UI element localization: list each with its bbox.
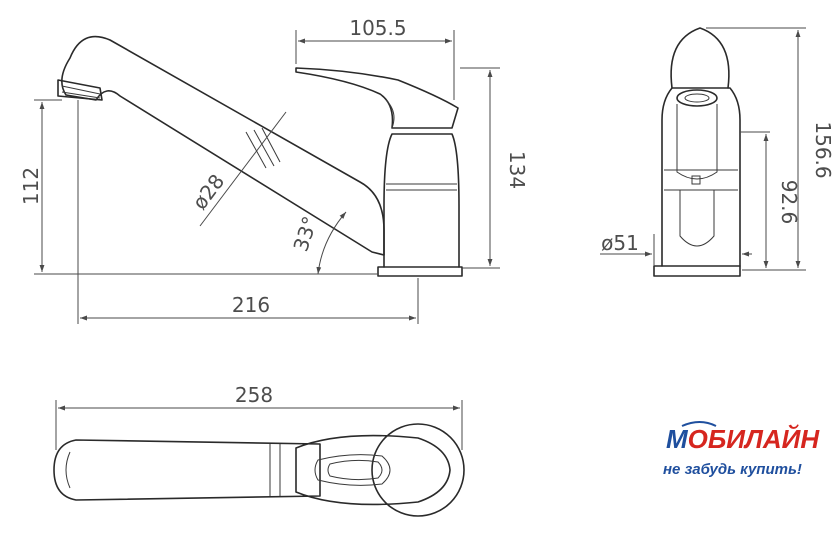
side-spout-mouth <box>676 89 718 107</box>
logo-tagline: не забудь купить! <box>663 461 802 478</box>
dim-label-side-inner-height: 92.6 <box>777 180 801 225</box>
svg-text:МОБИЛАЙН: МОБИЛАЙН <box>666 424 820 454</box>
front-base <box>377 266 463 277</box>
dim-label-base-diameter: ø51 <box>601 231 639 255</box>
side-lever-knob <box>670 27 730 89</box>
logo-letters-red: ОБИЛАЙН <box>688 424 821 454</box>
dim-label-body-height: 134 <box>505 151 529 189</box>
side-dimensions: 156.6 92.6 ø51 <box>600 27 835 271</box>
dim-label-spout-height: 112 <box>19 167 43 205</box>
top-dimensions: 258 <box>55 383 463 450</box>
top-body-disk <box>371 423 465 517</box>
top-lever <box>295 434 451 506</box>
front-dimensions: 105.5 112 ø28 33° 134 216 <box>19 16 529 324</box>
front-spout <box>61 35 385 256</box>
side-base <box>653 265 741 277</box>
dim-label-total-height: 156.6 <box>811 121 835 178</box>
dim-label-lever-width: 105.5 <box>349 16 406 40</box>
dim-arc-angle <box>316 211 347 275</box>
dim-label-total-length: 258 <box>235 383 273 407</box>
dim-label-reach: 216 <box>232 293 270 317</box>
top-view <box>53 423 465 517</box>
logo-swoosh <box>681 421 717 427</box>
dim-label-angle: 33° <box>288 213 322 254</box>
front-nozzle <box>57 79 103 101</box>
side-view <box>653 27 741 277</box>
front-body <box>383 133 460 268</box>
dim-line-pipe-diameter <box>199 111 287 227</box>
logo-letter-blue: М <box>666 424 689 454</box>
side-body <box>661 87 741 267</box>
top-spout <box>53 439 321 501</box>
front-view <box>57 35 463 277</box>
mobilain-logo: МОБИЛАЙН не забудь купить! <box>663 421 820 478</box>
dim-label-pipe-diameter: ø28 <box>187 170 229 215</box>
front-lever <box>295 67 459 129</box>
